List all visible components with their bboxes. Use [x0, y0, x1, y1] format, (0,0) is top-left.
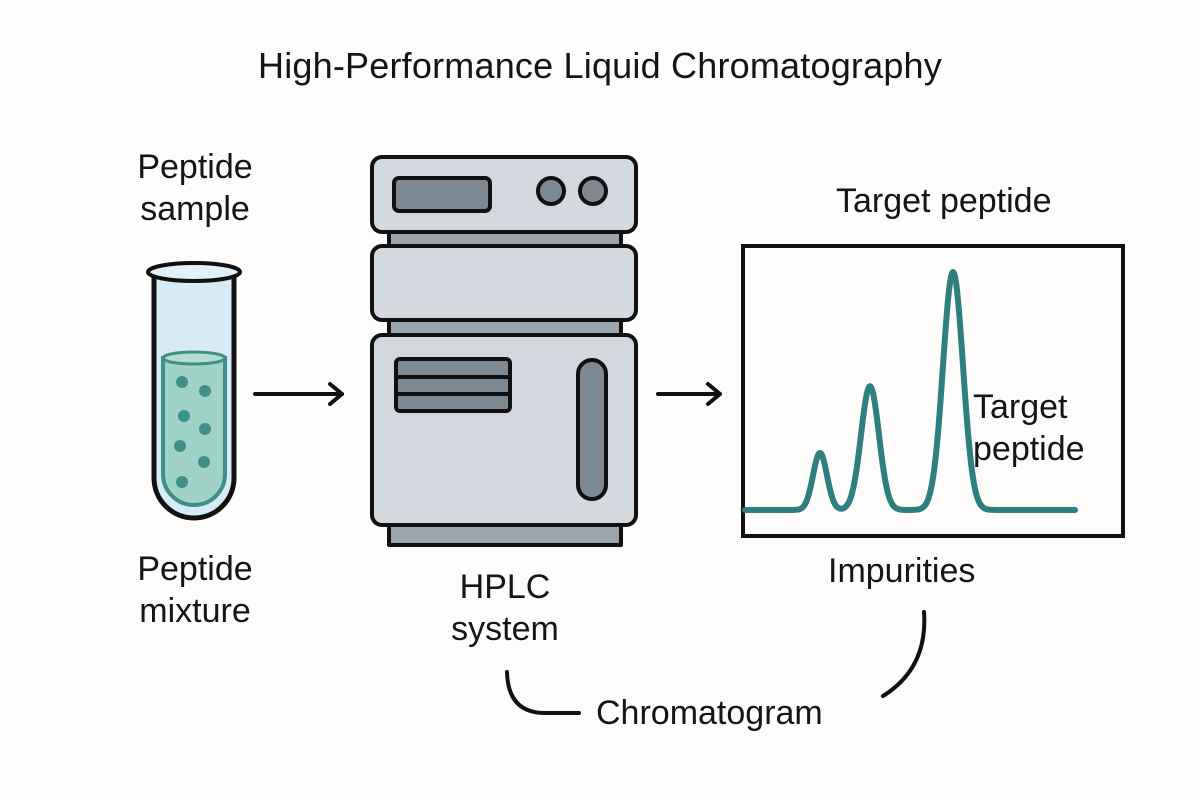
- impurities-label: Impurities: [828, 552, 976, 590]
- instrument-door-handle: [576, 358, 608, 501]
- test-tube-icon: [146, 261, 242, 521]
- connector-line-impurities: [881, 610, 927, 698]
- hplc-system-label-line1: HPLC: [459, 568, 551, 606]
- hplc-instrument-icon: [370, 155, 638, 547]
- test-tube-liquid-surface: [161, 350, 227, 366]
- peptide-dots: [174, 376, 211, 488]
- peptide-dot: [198, 456, 210, 468]
- instrument-display: [392, 176, 492, 213]
- peptide-mixture-label-line1: Peptide: [137, 550, 253, 588]
- peptide-sample-label-line1: Peptide: [137, 148, 253, 186]
- target-peptide-header-label: Target peptide: [836, 182, 1052, 220]
- instrument-knob: [536, 176, 566, 206]
- peptide-mixture-label: Peptide mixture: [100, 548, 290, 632]
- target-peptide-peak-label-line2: peptide: [973, 430, 1085, 468]
- peptide-dot: [178, 410, 190, 422]
- peptide-dot: [176, 476, 188, 488]
- peptide-dot: [199, 385, 211, 397]
- test-tube-rim: [146, 261, 242, 283]
- instrument-knob: [578, 176, 608, 206]
- peptide-dot: [174, 440, 186, 452]
- arrow-right-icon: [253, 382, 344, 406]
- arrow-right-icon: [656, 382, 722, 406]
- peptide-sample-label-line2: sample: [140, 190, 250, 228]
- connector-line-hplc: [505, 670, 581, 715]
- instrument-vent: [394, 357, 512, 413]
- test-tube-liquid: [161, 356, 227, 507]
- peptide-dot: [199, 423, 211, 435]
- chromatogram-trace: [742, 269, 1078, 513]
- target-peptide-peak-label-line1: Target: [973, 388, 1068, 426]
- chromatogram-caption: Chromatogram: [596, 694, 823, 732]
- hplc-system-label-line2: system: [451, 610, 559, 648]
- peptide-sample-label: Peptide sample: [100, 146, 290, 230]
- peptide-mixture-label-line2: mixture: [139, 592, 251, 630]
- hplc-system-label: HPLC system: [390, 566, 620, 650]
- chromatogram-frame: [741, 244, 1125, 538]
- instrument-top-module: [370, 155, 638, 234]
- diagram-title: High-Performance Liquid Chromatography: [258, 45, 942, 86]
- target-peptide-peak-label: Target peptide: [973, 386, 1085, 470]
- peptide-dot: [176, 376, 188, 388]
- instrument-middle-module: [370, 244, 638, 322]
